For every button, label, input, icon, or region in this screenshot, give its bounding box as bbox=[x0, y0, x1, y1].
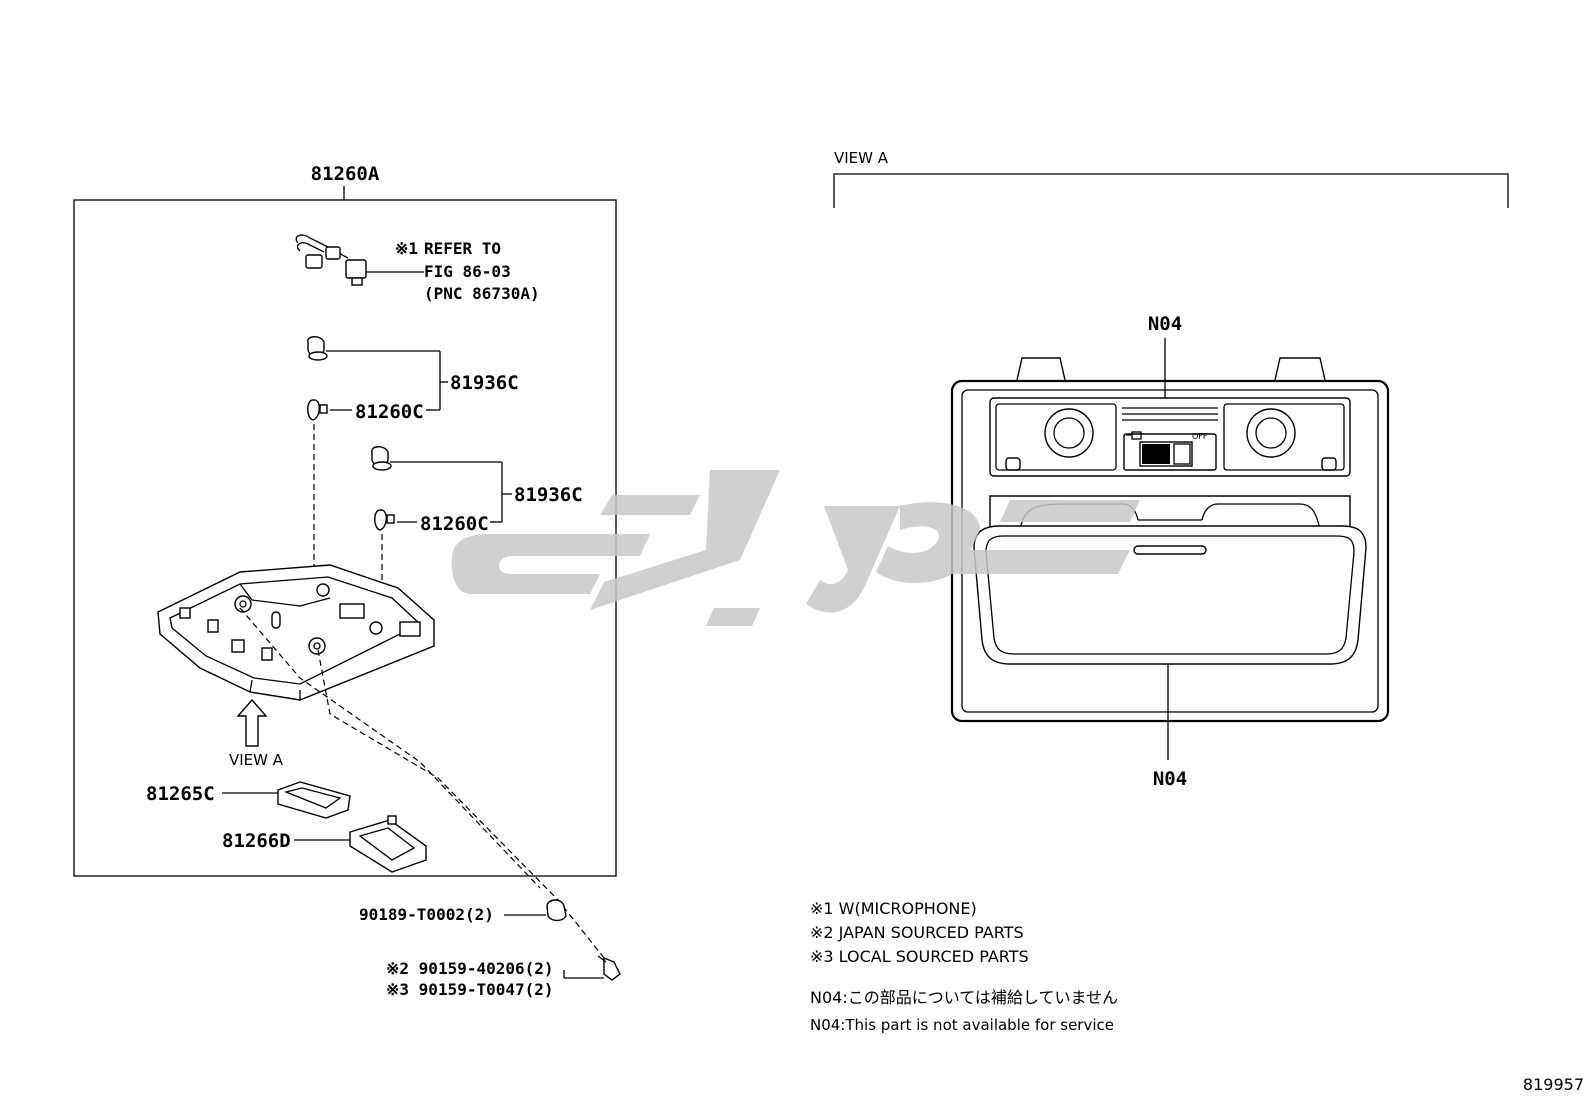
view-a-panel: VIEW A N04 bbox=[833, 149, 1509, 790]
clip-81936c-lower[interactable] bbox=[371, 446, 502, 471]
n04-callout-bottom[interactable]: N04 bbox=[1153, 768, 1187, 790]
part-label-81265c[interactable]: 81265C bbox=[146, 783, 215, 805]
view-a-arrow bbox=[236, 698, 268, 747]
clip-81260c-lower[interactable] bbox=[374, 509, 502, 531]
bezel-81266d-part[interactable] bbox=[349, 815, 427, 873]
watermark-logo bbox=[451, 470, 1140, 626]
microphone-harness-part[interactable] bbox=[295, 234, 424, 286]
refer-note-mark: ※1 bbox=[395, 239, 418, 258]
left-assembly-panel: 81260A ※1 REFER TO FIG 86-03 (PNC 86730A… bbox=[73, 163, 617, 969]
part-label-81260c-2[interactable]: 81260C bbox=[420, 513, 489, 535]
view-a-label-right: VIEW A bbox=[834, 149, 889, 167]
clip-81260c-upper[interactable] bbox=[307, 399, 440, 421]
n04-callout-top[interactable]: N04 bbox=[1148, 313, 1182, 335]
part-label-81266d[interactable]: 81266D bbox=[222, 830, 291, 852]
part-label-90159-40206[interactable]: ※2 90159-40206(2) bbox=[386, 959, 554, 978]
service-note-en: N04:This part is not available for servi… bbox=[810, 1016, 1114, 1034]
refer-note-line1: REFER TO bbox=[424, 239, 501, 258]
part-label-81936c-2[interactable]: 81936C bbox=[514, 484, 583, 506]
part-label-81260c-1[interactable]: 81260C bbox=[355, 401, 424, 423]
part-label-90159-t0047[interactable]: ※3 90159-T0047(2) bbox=[386, 980, 554, 999]
fastener-clip-90189[interactable] bbox=[504, 899, 567, 922]
refer-note-line2[interactable]: FIG 86-03 bbox=[424, 262, 511, 281]
assembly-label[interactable]: 81260A bbox=[311, 163, 380, 185]
refer-note-line3: (PNC 86730A) bbox=[424, 284, 540, 303]
note-2: ※2 JAPAN SOURCED PARTS bbox=[810, 923, 1024, 942]
note-3: ※3 LOCAL SOURCED PARTS bbox=[810, 947, 1029, 966]
lamp-door-icon bbox=[1126, 431, 1142, 440]
diagram-number: 819957 bbox=[1523, 1075, 1584, 1094]
overhead-console-housing[interactable] bbox=[157, 564, 435, 701]
microphone-grille-icon bbox=[1122, 407, 1218, 421]
clip-81936c-upper[interactable] bbox=[307, 336, 440, 361]
switch-off-label: OFF bbox=[1192, 432, 1208, 441]
lens-81265c-part[interactable] bbox=[277, 781, 351, 819]
part-label-90189[interactable]: 90189-T0002(2) bbox=[359, 905, 494, 924]
overhead-console-front-view[interactable]: OFF bbox=[950, 357, 1390, 723]
notes-block: ※1 W(MICROPHONE) ※2 JAPAN SOURCED PARTS … bbox=[810, 899, 1118, 1034]
service-note-jp: N04:この部品については補給していません bbox=[810, 988, 1118, 1007]
view-a-label-left: VIEW A bbox=[229, 751, 284, 769]
fastener-screw-90159[interactable] bbox=[563, 955, 621, 981]
part-label-81936c-1[interactable]: 81936C bbox=[450, 372, 519, 394]
note-1: ※1 W(MICROPHONE) bbox=[810, 899, 977, 918]
